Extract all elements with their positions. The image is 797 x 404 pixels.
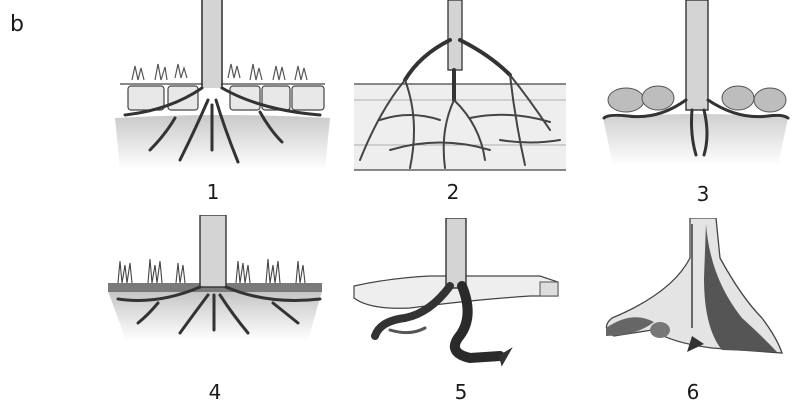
item-number-4: 4 xyxy=(200,380,230,404)
panel-letter: b xyxy=(10,12,24,37)
illustration-4-roots-with-grass xyxy=(108,215,330,345)
illustration-2-root-network xyxy=(350,0,570,175)
illustration-3-roots-around-clumps xyxy=(598,0,793,170)
item-number-1: 1 xyxy=(198,180,228,204)
illustration-5-curving-root xyxy=(350,218,565,368)
item-number-5: 5 xyxy=(446,380,476,404)
item-number-6: 6 xyxy=(678,380,708,404)
item-number-3: 3 xyxy=(688,182,718,206)
item-number-2: 2 xyxy=(438,180,468,204)
illustration-1-roots-with-plant-clumps xyxy=(110,0,335,170)
illustration-6-buttress-roots xyxy=(592,218,792,358)
